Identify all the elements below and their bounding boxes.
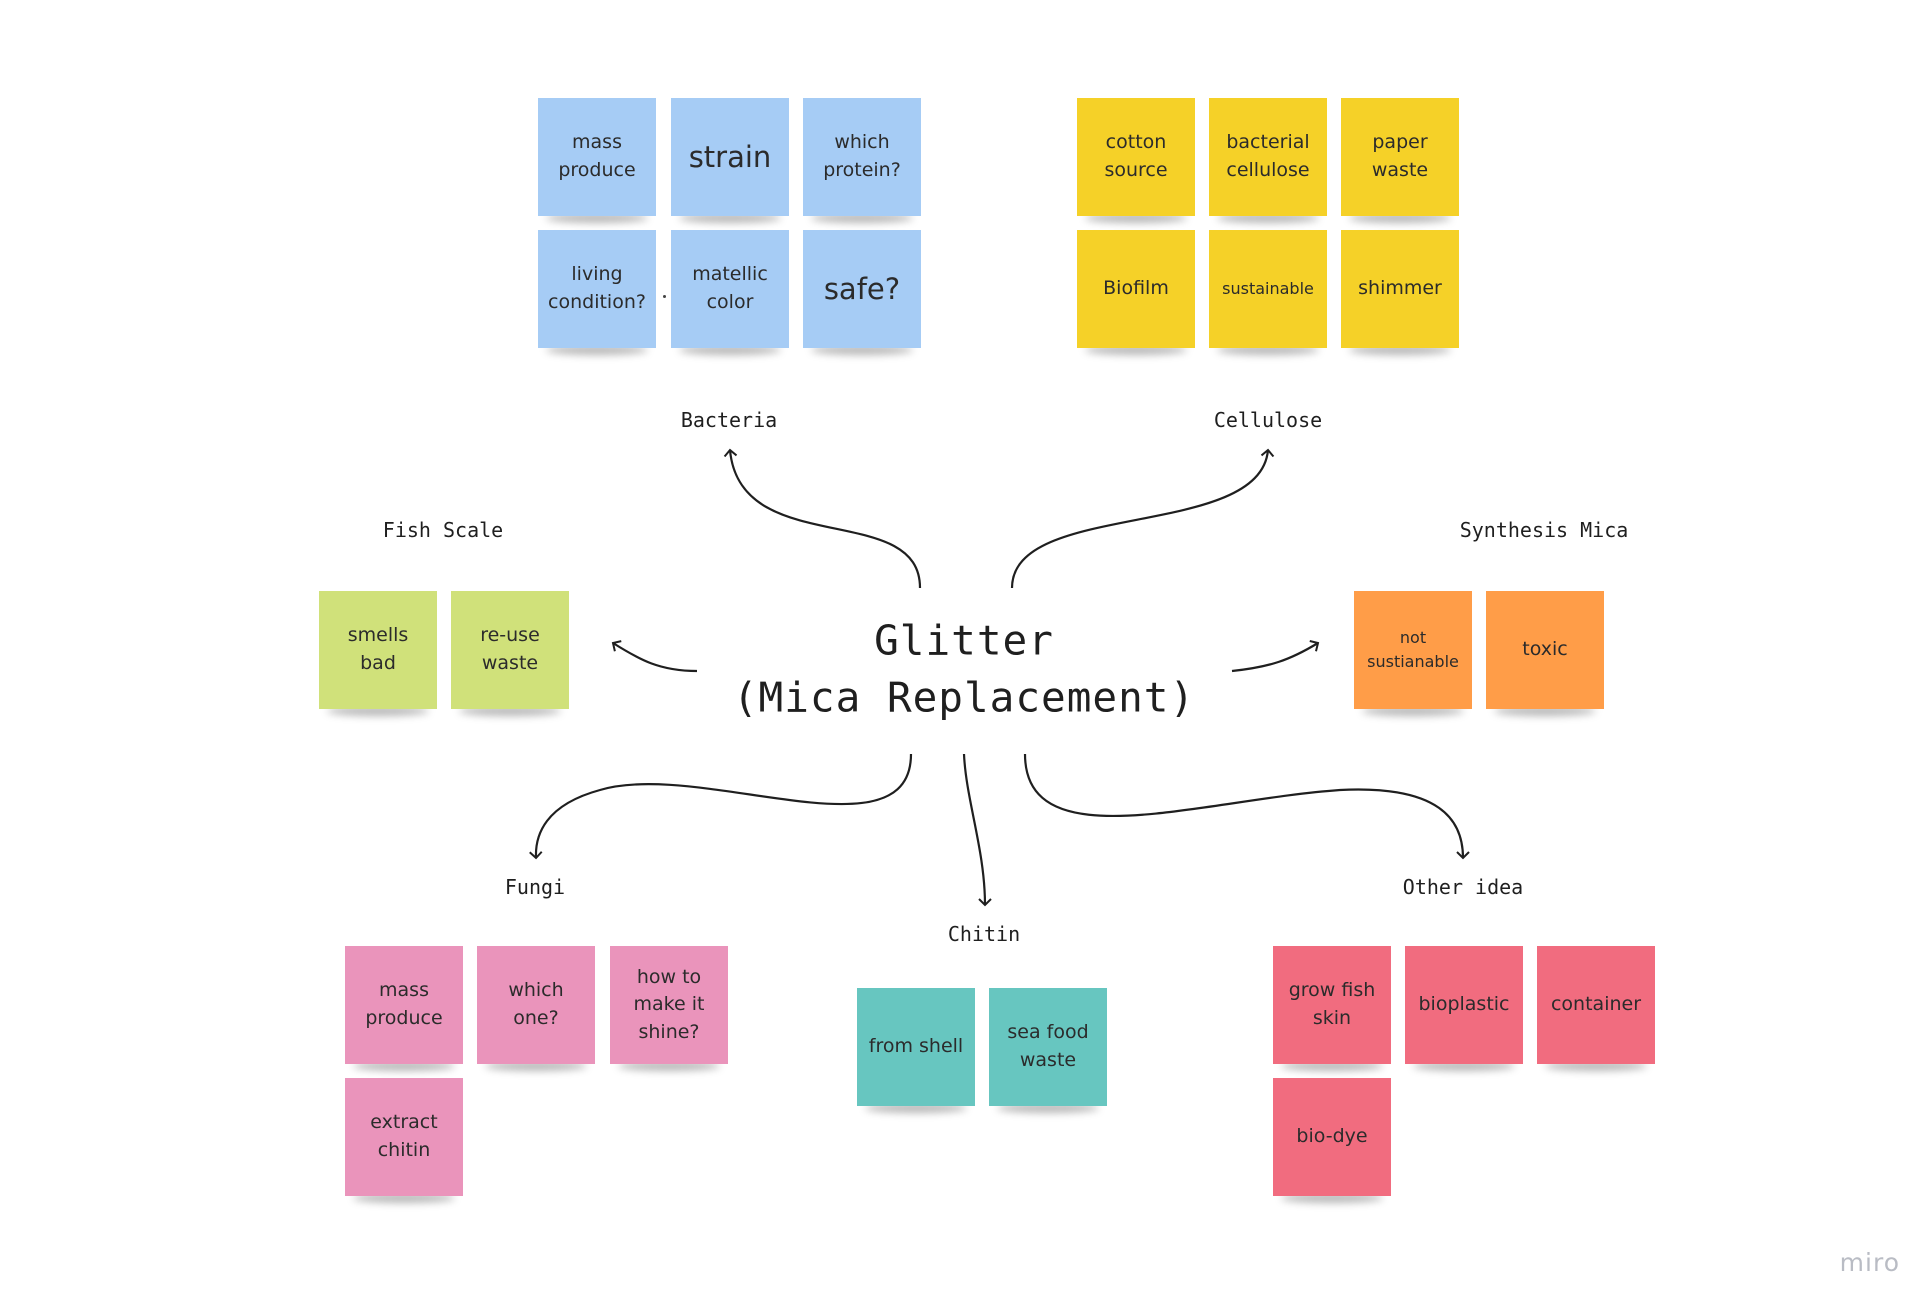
arrow-to-synthesis-mica — [1231, 640, 1320, 673]
label-cellulose[interactable]: Cellulose — [1213, 408, 1323, 432]
arrow-to-fungi — [529, 753, 913, 860]
sticky-note-bacteria-6[interactable]: safe? — [803, 230, 921, 348]
sticky-note-fungi-1[interactable]: mass produce — [345, 946, 463, 1064]
sticky-note-synthesis-mica-1[interactable]: not sustianable — [1354, 591, 1472, 709]
sticky-note-fish-scale-1[interactable]: smells bad — [319, 591, 437, 709]
sticky-note-other-idea-2[interactable]: bioplastic — [1405, 946, 1523, 1064]
sticky-note-fungi-3[interactable]: how to make it shine? — [610, 946, 728, 1064]
arrow-to-other-idea — [1023, 753, 1470, 860]
sticky-note-fungi-4[interactable]: extract chitin — [345, 1078, 463, 1196]
arrow-to-bacteria — [723, 448, 922, 589]
arrow-to-chitin — [962, 753, 992, 907]
sticky-note-bacteria-2[interactable]: strain — [671, 98, 789, 216]
miro-logo: miro — [1839, 1248, 1900, 1277]
label-chitin[interactable]: Chitin — [947, 922, 1021, 946]
sticky-note-cellulose-4[interactable]: Biofilm — [1077, 230, 1195, 348]
sticky-note-bacteria-1[interactable]: mass produce — [538, 98, 656, 216]
label-other-idea[interactable]: Other idea — [1402, 875, 1524, 899]
label-bacteria[interactable]: Bacteria — [680, 408, 778, 432]
sticky-note-other-idea-1[interactable]: grow fish skin — [1273, 946, 1391, 1064]
sticky-note-fish-scale-2[interactable]: re-use waste — [451, 591, 569, 709]
sticky-note-cellulose-2[interactable]: bacterial cellulose — [1209, 98, 1327, 216]
central-topic[interactable]: Glitter (Mica Replacement) — [732, 616, 1196, 722]
sticky-note-bacteria-4[interactable]: living condition? — [538, 230, 656, 348]
sticky-note-synthesis-mica-2[interactable]: toxic — [1486, 591, 1604, 709]
sticky-note-other-idea-4[interactable]: bio-dye — [1273, 1078, 1391, 1196]
sticky-note-other-idea-3[interactable]: container — [1537, 946, 1655, 1064]
sticky-note-bacteria-5[interactable]: matellic color — [671, 230, 789, 348]
sticky-note-cellulose-6[interactable]: shimmer — [1341, 230, 1459, 348]
sticky-note-bacteria-3[interactable]: which protein? — [803, 98, 921, 216]
arrow-to-fish-scale — [611, 640, 698, 673]
sticky-note-chitin-1[interactable]: from shell — [857, 988, 975, 1106]
sticky-note-cellulose-3[interactable]: paper waste — [1341, 98, 1459, 216]
label-fish-scale[interactable]: Fish Scale — [382, 518, 504, 542]
stray-dot — [663, 295, 666, 298]
sticky-note-cellulose-5[interactable]: sustainable — [1209, 230, 1327, 348]
sticky-note-fungi-2[interactable]: which one? — [477, 946, 595, 1064]
sticky-note-cellulose-1[interactable]: cotton source — [1077, 98, 1195, 216]
arrow-to-cellulose — [1010, 448, 1275, 589]
label-fungi[interactable]: Fungi — [504, 875, 566, 899]
label-synthesis-mica[interactable]: Synthesis Mica — [1459, 518, 1629, 542]
sticky-note-chitin-2[interactable]: sea food waste — [989, 988, 1107, 1106]
